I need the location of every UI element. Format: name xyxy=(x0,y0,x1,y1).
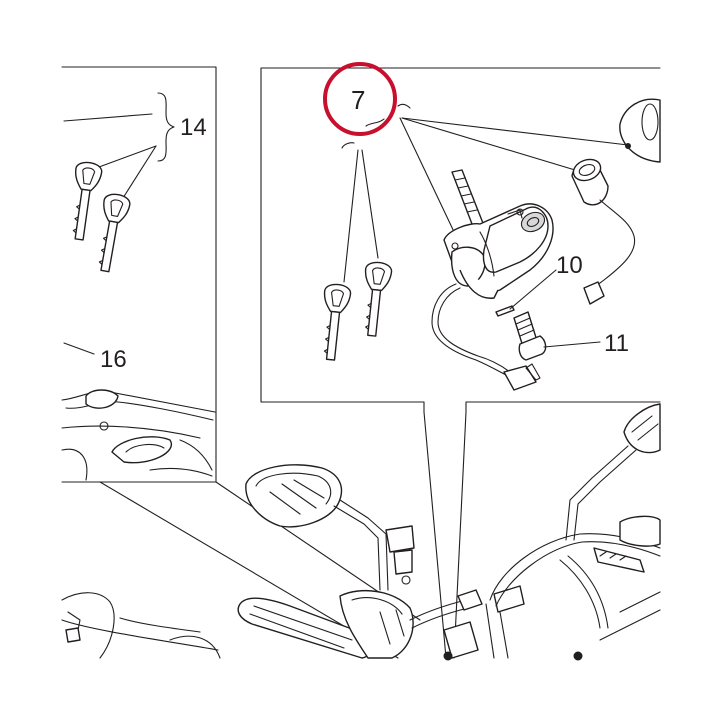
left-handguard xyxy=(237,589,414,659)
motorcycle-front-view xyxy=(61,403,661,661)
leader-line-7-cap xyxy=(401,117,629,146)
leader-line-7-key-b xyxy=(361,149,379,259)
ignition-cap-part xyxy=(619,98,661,163)
callout-16: 16 xyxy=(100,346,127,373)
leader-line-key-a xyxy=(98,145,157,168)
left-mirror xyxy=(245,464,389,591)
right-detail-panel: 7 xyxy=(260,62,661,413)
callout-11: 11 xyxy=(604,330,629,357)
lower-left-fragment xyxy=(61,592,221,659)
ignition-switch-body xyxy=(431,169,554,391)
right-mirror xyxy=(565,403,661,541)
leader-line-7-lock xyxy=(399,117,457,237)
fairing-fragment xyxy=(61,389,216,481)
leader-line-key-b xyxy=(122,145,157,199)
lock-cylinder-part xyxy=(571,158,636,305)
brace-14 xyxy=(157,92,175,162)
left-detail-panel: 14 16 xyxy=(61,66,217,483)
callout-7: 7 xyxy=(351,85,365,115)
key-icon-c xyxy=(323,283,352,361)
left-reservoir xyxy=(385,525,415,585)
highlight-circle-7 xyxy=(323,62,397,136)
leader-line-7-key-a xyxy=(343,149,359,283)
leader-line-10 xyxy=(509,269,557,310)
leader-line-16 xyxy=(63,342,95,355)
key-icon-a xyxy=(72,161,103,241)
right-handlebar xyxy=(485,515,661,661)
callout-14: 14 xyxy=(180,114,207,141)
leader-line-7-cylinder xyxy=(401,117,576,171)
leader-line-14 xyxy=(63,113,153,122)
callout-10: 10 xyxy=(556,252,583,279)
key-icon-d xyxy=(364,261,393,337)
key-icon-b xyxy=(98,193,131,273)
center-clamp xyxy=(443,585,525,661)
leader-line-11 xyxy=(543,341,601,348)
